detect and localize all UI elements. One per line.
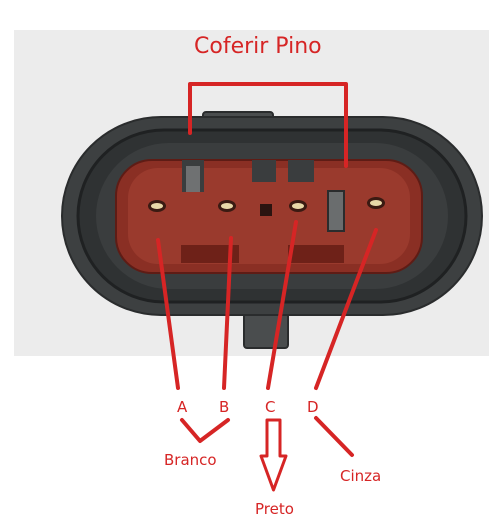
pin-label-c: C (265, 398, 276, 416)
pin-label-b: B (219, 398, 230, 416)
diagram-title: Coferir Pino (194, 34, 322, 59)
group-label-preto: Preto (255, 500, 294, 518)
leader-line-a (156, 238, 180, 390)
branco-bracket (180, 418, 230, 443)
pin-hole-b (218, 200, 236, 212)
pin-label-d: D (307, 398, 319, 416)
pin-hole-d (367, 197, 385, 209)
pin-hole-c (289, 200, 307, 212)
pin-hole-a (148, 200, 166, 212)
metal-terminal (327, 190, 345, 232)
group-label-cinza: Cinza (340, 467, 382, 485)
pin-label-a: A (177, 398, 188, 416)
preto-arrow-icon (259, 418, 288, 492)
leader-line-c (266, 220, 298, 390)
cinza-line (314, 416, 354, 457)
leader-line-b (222, 236, 233, 390)
pin-check-bracket (188, 82, 348, 168)
leader-line-d (314, 228, 378, 390)
group-label-branco: Branco (164, 451, 217, 469)
